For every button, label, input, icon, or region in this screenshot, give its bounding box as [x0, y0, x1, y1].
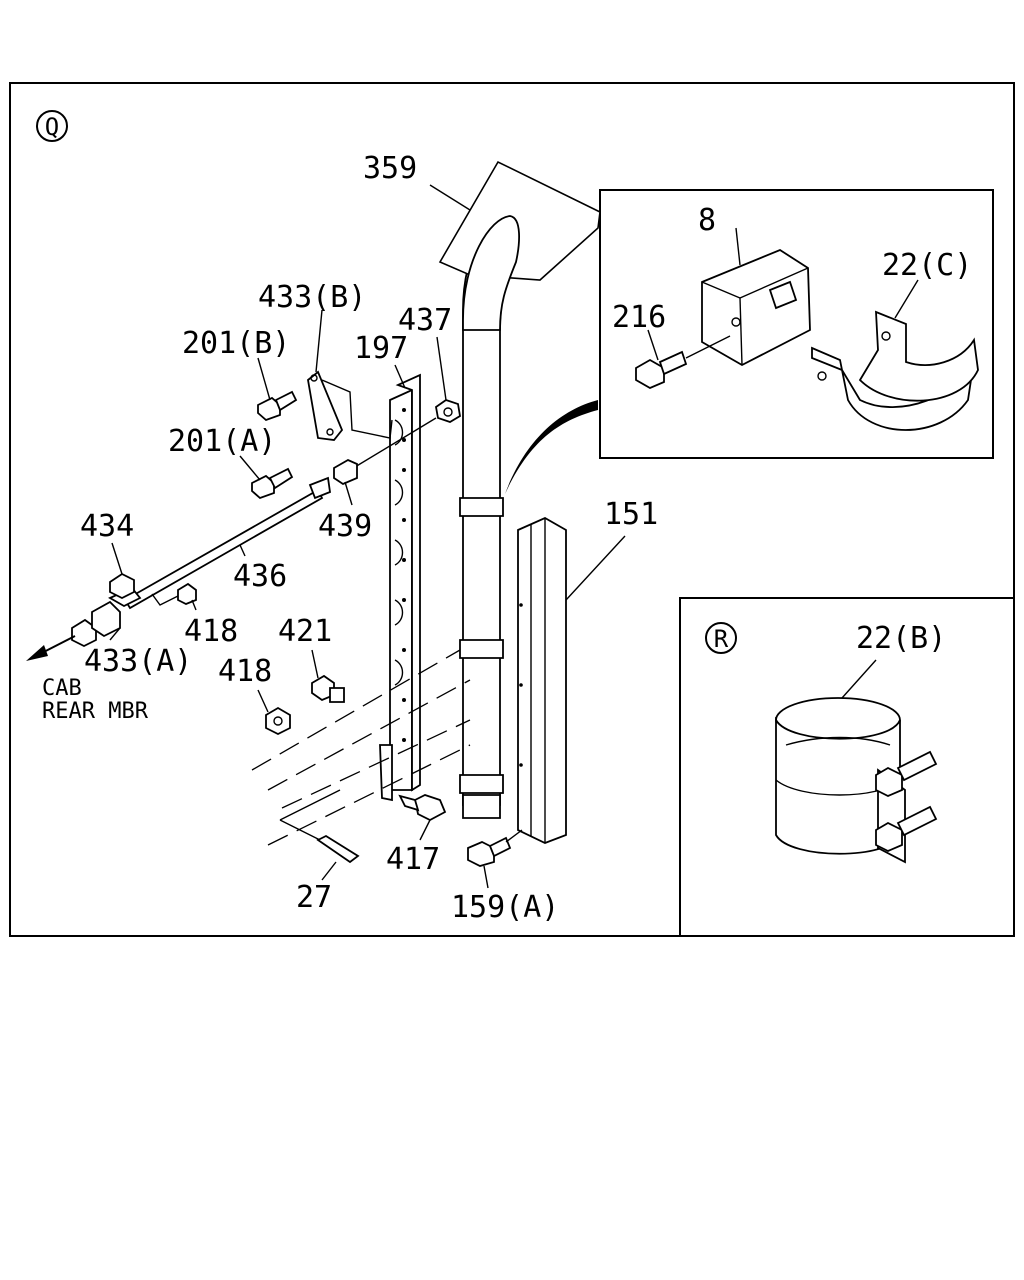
- stay-rod: [123, 476, 331, 610]
- direction-note-line2: REAR MBR: [42, 699, 149, 724]
- nut-437: [349, 399, 461, 471]
- spacer-439: [333, 458, 358, 486]
- fitting-433a: [71, 572, 142, 648]
- label-22b: 22(B): [856, 621, 946, 656]
- direction-note-line1: CAB: [42, 676, 82, 701]
- stud-27: [316, 834, 360, 864]
- label-418-upper: 418: [184, 614, 238, 649]
- heat-guard-plate: [438, 160, 601, 281]
- label-437: 437: [398, 303, 452, 338]
- bracket-197: [379, 373, 421, 802]
- label-216: 216: [612, 300, 666, 335]
- label-439: 439: [318, 509, 372, 544]
- label-417: 417: [386, 842, 440, 877]
- label-27: 27: [296, 880, 332, 915]
- label-433a: 433(A): [84, 644, 192, 679]
- cab-rear-member-outline: [251, 649, 471, 846]
- label-436: 436: [233, 559, 287, 594]
- label-197: 197: [354, 331, 408, 366]
- plate-433b: [307, 370, 344, 441]
- label-159a: 159(A): [451, 890, 559, 925]
- clamp-22c: [811, 310, 979, 431]
- leader-lines: [109, 184, 919, 889]
- bolt-201b: [257, 390, 298, 422]
- label-201a: 201(A): [168, 424, 276, 459]
- label-433b: 433(B): [258, 280, 366, 315]
- section-marker-r: R: [705, 622, 737, 654]
- clamp-22b: [775, 697, 938, 864]
- label-201b: 201(B): [182, 326, 290, 361]
- svg-text:R: R: [714, 625, 729, 653]
- bolt-421: [311, 674, 345, 703]
- label-151: 151: [604, 497, 658, 532]
- diagram-frame: [9, 82, 1015, 937]
- pipe-cover: [517, 516, 567, 844]
- label-434: 434: [80, 509, 134, 544]
- nut-418-upper: [177, 582, 197, 605]
- bolt-159a: [467, 829, 523, 867]
- label-8: 8: [698, 203, 716, 238]
- label-418-lower: 418: [218, 654, 272, 689]
- bolt-201a: [251, 467, 294, 500]
- label-421: 421: [278, 614, 332, 649]
- svg-text:Q: Q: [45, 113, 59, 141]
- bolt-216: [635, 335, 731, 390]
- label-22c: 22(C): [882, 248, 972, 283]
- section-marker-q: Q: [36, 110, 68, 142]
- exhaust-pipe: [459, 211, 598, 819]
- bolt-417: [398, 794, 447, 822]
- direction-arrow-icon: [26, 635, 76, 661]
- nut-418-lower: [265, 706, 291, 736]
- label-359: 359: [363, 151, 417, 186]
